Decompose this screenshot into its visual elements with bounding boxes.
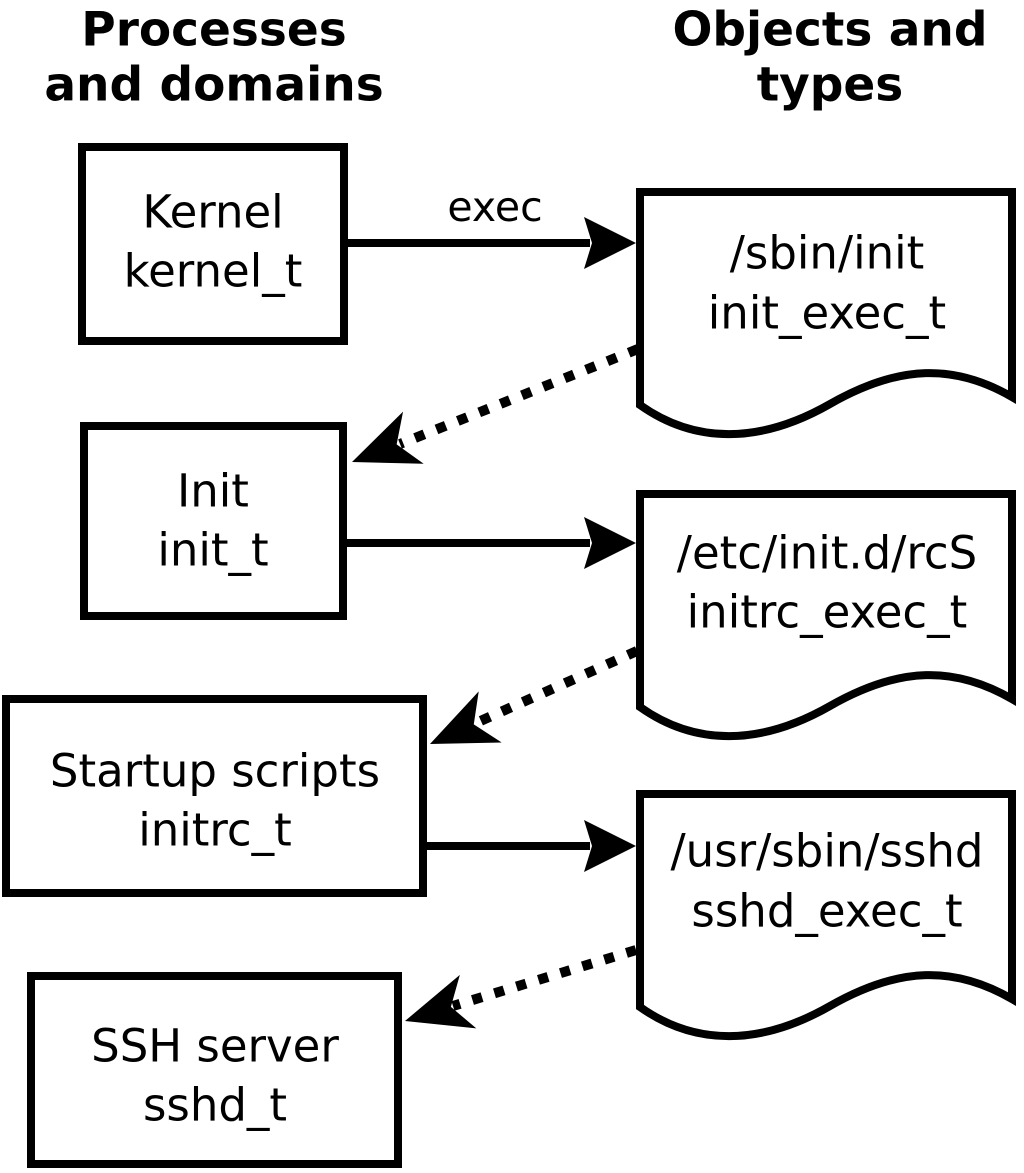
- startup-scripts-name: Startup scripts: [50, 745, 380, 798]
- usr-sbin-sshd-document: [636, 790, 1016, 1041]
- etc-initd-rcs-path: /etc/init.d/rcS: [677, 527, 977, 580]
- transition-arrowhead-icon: [352, 411, 424, 464]
- object-node-sbin-init: /sbin/init init_exec_t: [636, 188, 1016, 439]
- exec-arrowhead-icon: [584, 217, 636, 269]
- transition-arrow-line: [473, 646, 640, 728]
- sbin-init-type: init_exec_t: [708, 287, 946, 340]
- init-domain: init_t: [157, 524, 268, 577]
- transition-arrowhead-icon: [405, 974, 477, 1029]
- kernel-box: [78, 143, 348, 345]
- etc-initd-rcs-type: initrc_exec_t: [687, 586, 968, 639]
- ssh-server-name: SSH server: [91, 1020, 339, 1073]
- exec-arrowhead-icon: [584, 820, 636, 872]
- etc-initd-rcs-document: [636, 490, 1016, 741]
- ssh-server-domain: sshd_t: [143, 1079, 287, 1132]
- exec-arrowhead-icon: [584, 517, 636, 569]
- transition-arrow-etc-initd-rcs-to-startup-scripts: [430, 646, 640, 744]
- ssh-server-box: [27, 972, 402, 1168]
- transition-arrow-line: [451, 945, 638, 1011]
- init-name: Init: [177, 465, 249, 518]
- left-column-header-line1: Processes: [81, 3, 346, 58]
- transition-arrow-line: [398, 344, 640, 449]
- exec-arrow-label: exec: [447, 183, 542, 231]
- exec-arrow-startup-scripts-to-usr-sbin-sshd: [427, 820, 636, 872]
- process-node-startup-scripts: Startup scripts initrc_t: [2, 695, 427, 897]
- exec-arrow-kernel-to-sbin-init: exec: [348, 183, 636, 269]
- object-node-etc-initd-rcs: /etc/init.d/rcS initrc_exec_t: [636, 490, 1016, 741]
- right-column-header-line1: Objects and: [672, 3, 987, 58]
- exec-arrow-init-to-etc-initd-rcs: [347, 517, 636, 569]
- process-node-init: Init init_t: [80, 422, 347, 620]
- init-box: [80, 422, 347, 620]
- kernel-name: Kernel: [142, 186, 283, 239]
- process-node-ssh-server: SSH server sshd_t: [27, 972, 402, 1168]
- sbin-init-document: [636, 188, 1016, 439]
- kernel-domain: kernel_t: [124, 245, 303, 298]
- sbin-init-path: /sbin/init: [730, 227, 925, 280]
- object-node-usr-sbin-sshd: /usr/sbin/sshd sshd_exec_t: [636, 790, 1016, 1041]
- usr-sbin-sshd-type: sshd_exec_t: [691, 885, 962, 938]
- transition-arrowhead-icon: [430, 691, 502, 744]
- process-node-kernel: Kernel kernel_t: [78, 143, 348, 345]
- left-column-header-line2: and domains: [44, 58, 383, 113]
- startup-scripts-box: [2, 695, 427, 897]
- startup-scripts-domain: initrc_t: [138, 804, 292, 857]
- usr-sbin-sshd-path: /usr/sbin/sshd: [671, 825, 984, 878]
- transition-arrow-usr-sbin-sshd-to-ssh-server: [405, 945, 638, 1029]
- transition-arrow-sbin-init-to-init: [352, 344, 640, 464]
- right-column-header-line2: types: [757, 58, 904, 113]
